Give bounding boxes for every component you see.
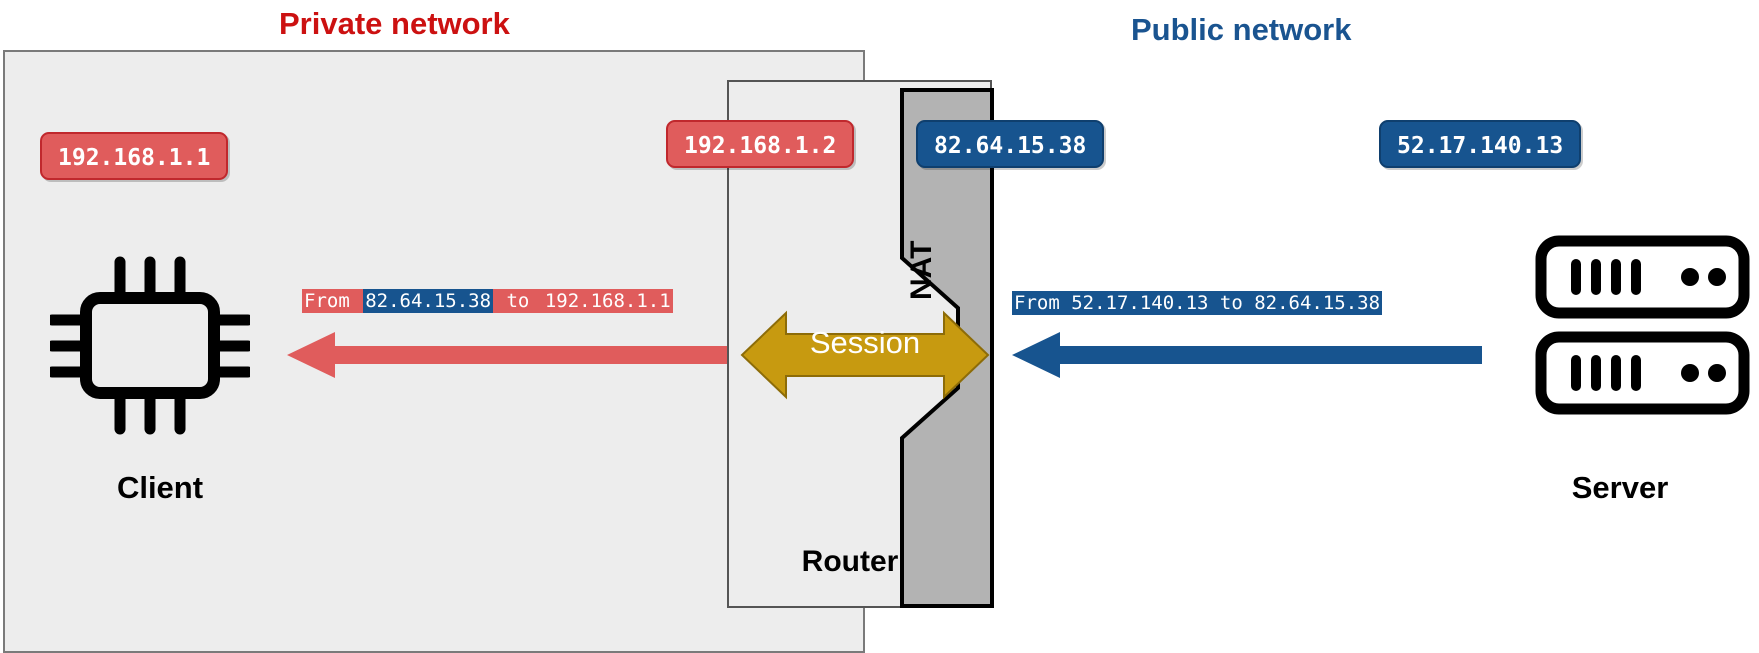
arrow-client-inbound [287,330,727,385]
router-label: Router [801,545,899,578]
ip-badge-router-public: 82.64.15.38 [916,120,1105,168]
public-network-title: Public network [1131,12,1352,47]
nat-strip [900,88,994,608]
packet-prefix: From [302,289,364,313]
ip-badge-router-private: 192.168.1.2 [666,120,855,168]
session-arrow [740,310,990,405]
client-label: Client [116,470,204,505]
packet-label-inbound-private: From 82.64.15.38 to 192.168.1.1 [302,289,673,313]
packet-label-inbound-public: From 52.17.140.13 to 82.64.15.38 [1012,291,1383,315]
cpu-chip-icon [46,250,254,445]
server-rack-icon [1535,235,1750,420]
arrow-server-outbound [1012,330,1482,385]
session-label: Session [809,325,921,360]
packet-text: From 52.17.140.13 to 82.64.15.38 [1012,291,1383,315]
packet-source-ip: 82.64.15.38 [363,289,494,313]
packet-middle: to [493,289,543,313]
ip-badge-server: 52.17.140.13 [1379,120,1582,168]
ip-badge-client: 192.168.1.1 [40,132,229,180]
private-network-title: Private network [279,6,510,41]
server-label: Server [1571,470,1669,505]
packet-dest-ip: 192.168.1.1 [542,289,673,313]
